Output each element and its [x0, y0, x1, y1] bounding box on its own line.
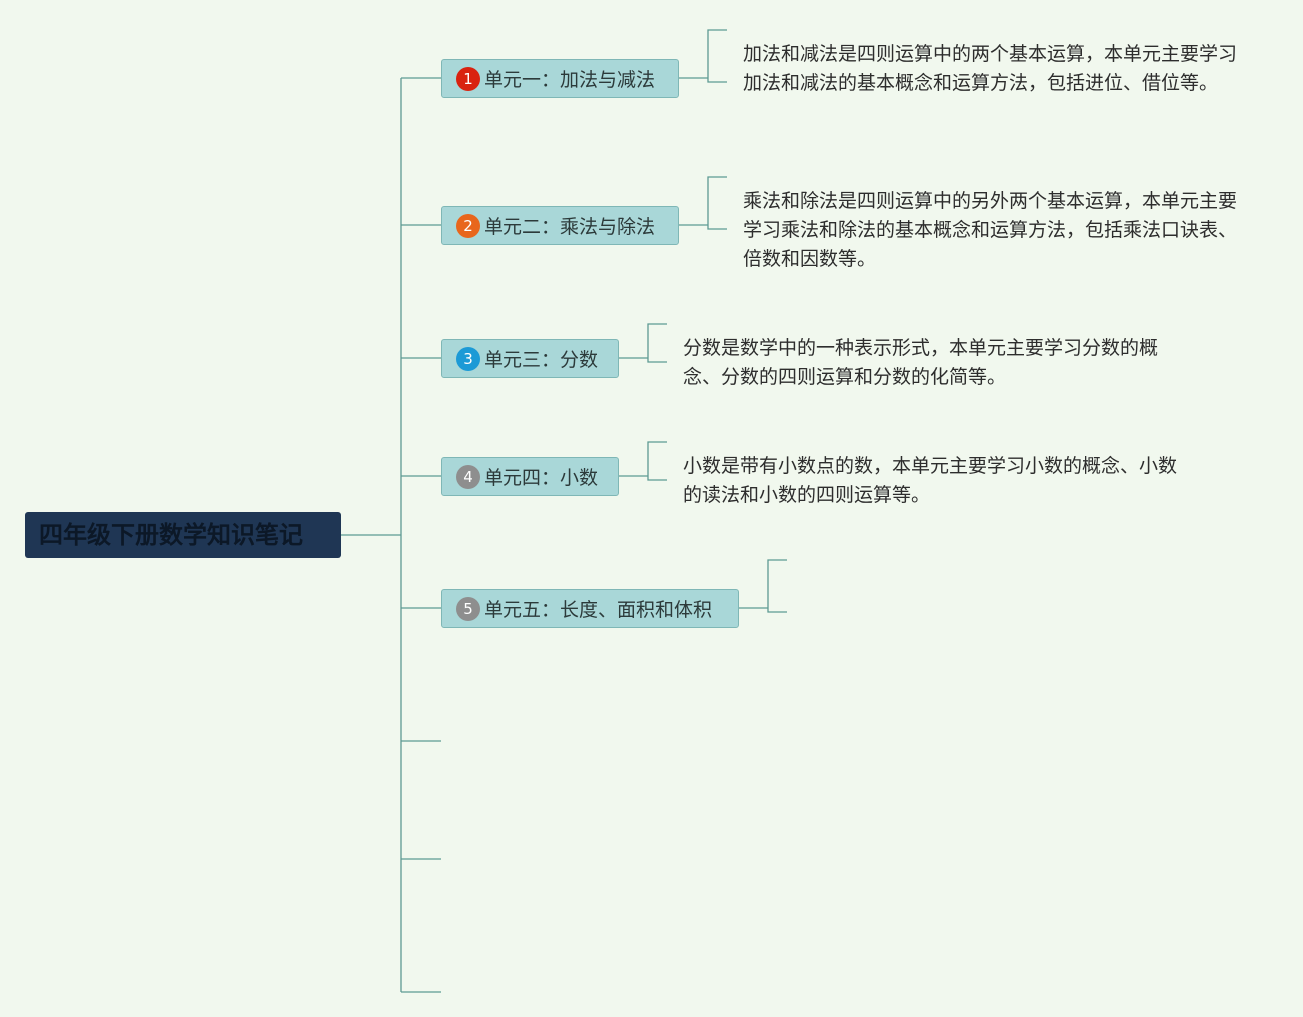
- note-unit-3: 分数是数学中的一种表示形式，本单元主要学习分数的概念、分数的四则运算和分数的化简…: [683, 337, 1159, 388]
- note-bracket-2: [679, 176, 727, 230]
- note-bracket-3: [619, 323, 667, 363]
- note-bracket-1: [679, 29, 727, 83]
- topic-label-2: 单元二：乘法与除法: [484, 216, 656, 238]
- topic-unit-1[interactable]: 1 单元一：加法与减法: [441, 59, 679, 98]
- topic-label-5: 单元五：长度、面积和体积: [484, 599, 713, 621]
- topic-label-3: 单元三：分数: [484, 349, 599, 371]
- note-unit-4: 小数是带有小数点的数，本单元主要学习小数的概念、小数的读法和小数的四则运算等。: [683, 455, 1178, 506]
- root-title: 四年级下册数学知识笔记: [39, 521, 303, 549]
- topic-label-1: 单元一：加法与减法: [484, 69, 656, 91]
- number-badge-4: 4: [456, 464, 480, 489]
- topic-label-4: 单元四：小数: [484, 467, 599, 489]
- note-unit-2: 乘法和除法是四则运算中的另外两个基本运算，本单元主要学习乘法和除法的基本概念和运…: [743, 190, 1238, 270]
- topic-unit-5[interactable]: 5 单元五：长度、面积和体积: [441, 589, 739, 628]
- number-badge-2: 2: [456, 213, 480, 238]
- topic-unit-2[interactable]: 2 单元二：乘法与除法: [441, 206, 679, 245]
- topic-unit-3[interactable]: 3 单元三：分数: [441, 339, 619, 378]
- number-badge-5: 5: [456, 596, 480, 621]
- note-bracket-4: [619, 441, 667, 481]
- note-unit-1: 加法和减法是四则运算中的两个基本运算，本单元主要学习加法和减法的基本概念和运算方…: [743, 43, 1238, 94]
- number-badge-3: 3: [456, 346, 480, 371]
- note-bracket-5: [739, 559, 787, 613]
- root-node[interactable]: 四年级下册数学知识笔记: [25, 512, 341, 558]
- topic-unit-4[interactable]: 4 单元四：小数: [441, 457, 619, 496]
- number-badge-1: 1: [456, 66, 480, 91]
